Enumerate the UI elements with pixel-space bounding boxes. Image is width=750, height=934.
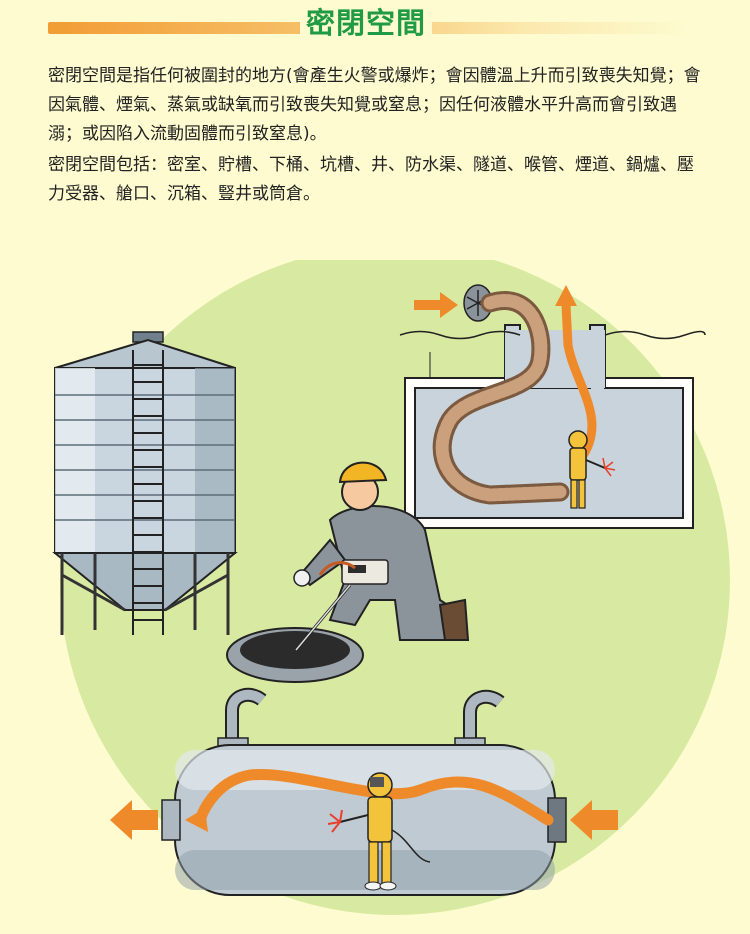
worker-with-gas-detector bbox=[226, 461, 470, 683]
definition-paragraph: 密閉空間是指任何被圍封的地方(會產生火警或爆炸；會因體溫上升而引致喪失知覺；會因… bbox=[48, 66, 701, 144]
air-inflow-arrow-icon bbox=[414, 292, 458, 318]
tank-welder-figure bbox=[568, 430, 616, 509]
vessel-airflow-arrow-icon bbox=[194, 769, 554, 826]
vessel-inflow-arrow-icon bbox=[570, 800, 618, 840]
examples-paragraph: 密閉空間包括：密室、貯槽、下桶、坑槽、井、防水渠、隧道、喉管、煙道、鍋爐、壓力受… bbox=[48, 155, 694, 204]
underground-tank-drawing bbox=[399, 284, 706, 529]
vessel-outflow-arrow-icon bbox=[110, 800, 158, 840]
pressure-vessel-drawing bbox=[110, 687, 618, 896]
body-text: 密閉空間是指任何被圍封的地方(會產生火警或爆炸；會因體溫上升而引致喪失知覺；會因… bbox=[48, 62, 708, 209]
confined-space-illustration bbox=[52, 260, 730, 915]
vessel-welder-figure bbox=[327, 772, 431, 891]
silo-ladder bbox=[132, 350, 164, 635]
silo-drawing bbox=[52, 331, 238, 635]
header: 密閉空間 bbox=[0, 0, 750, 60]
air-outflow-arrow-icon bbox=[561, 300, 597, 465]
page-title: 密閉空間 bbox=[300, 3, 433, 43]
